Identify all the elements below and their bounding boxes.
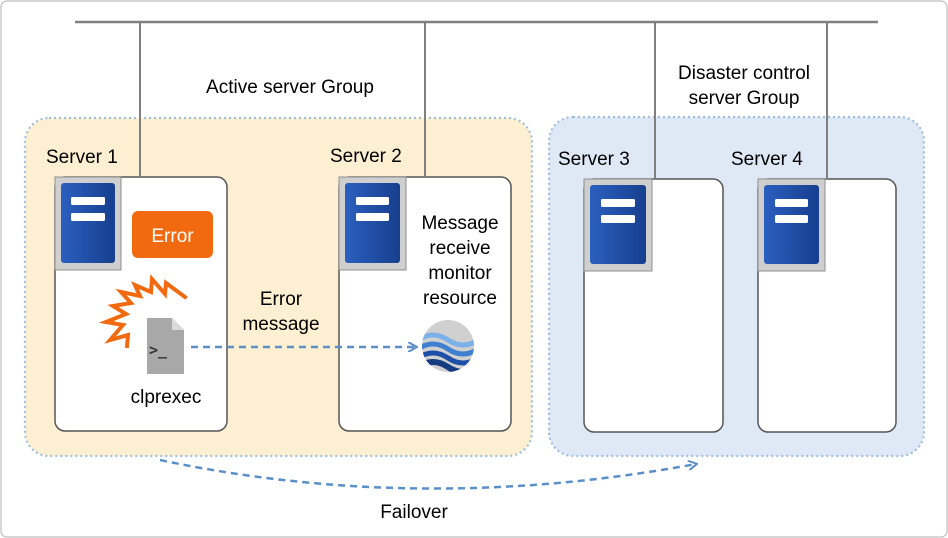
clprexec-label: clprexec xyxy=(131,387,202,408)
disaster-group-title-line1: Disaster control xyxy=(678,63,810,84)
monitor-label-line2: receive xyxy=(429,238,490,259)
server2-tower-icon xyxy=(338,176,407,271)
server1-tower-icon xyxy=(54,176,122,271)
monitor-label-line1: Message xyxy=(421,213,498,234)
server3-label: Server 3 xyxy=(558,149,630,170)
error-badge-label: Error xyxy=(151,226,194,247)
failover-arrow xyxy=(159,458,696,490)
monitor-label-line4: resource xyxy=(423,288,497,309)
command-prompt-glyph: >_ xyxy=(149,341,168,359)
error-message-label-line2: message xyxy=(242,314,319,335)
failover-label: Failover xyxy=(380,502,448,523)
server4-label: Server 4 xyxy=(731,149,803,170)
server4-tower-icon xyxy=(757,178,826,272)
clprexec-file-icon: >_ xyxy=(147,318,184,374)
active-group-title: Active server Group xyxy=(206,77,374,98)
server2-label: Server 2 xyxy=(330,146,402,167)
error-message-label-line1: Error xyxy=(260,289,303,310)
monitor-label-line3: monitor xyxy=(428,263,492,284)
server1-label: Server 1 xyxy=(46,147,118,168)
server3-tower-icon xyxy=(583,178,653,272)
disaster-group-title-line2: server Group xyxy=(689,88,800,109)
error-burst-icon xyxy=(98,274,188,349)
error-badge: Error xyxy=(132,211,213,258)
